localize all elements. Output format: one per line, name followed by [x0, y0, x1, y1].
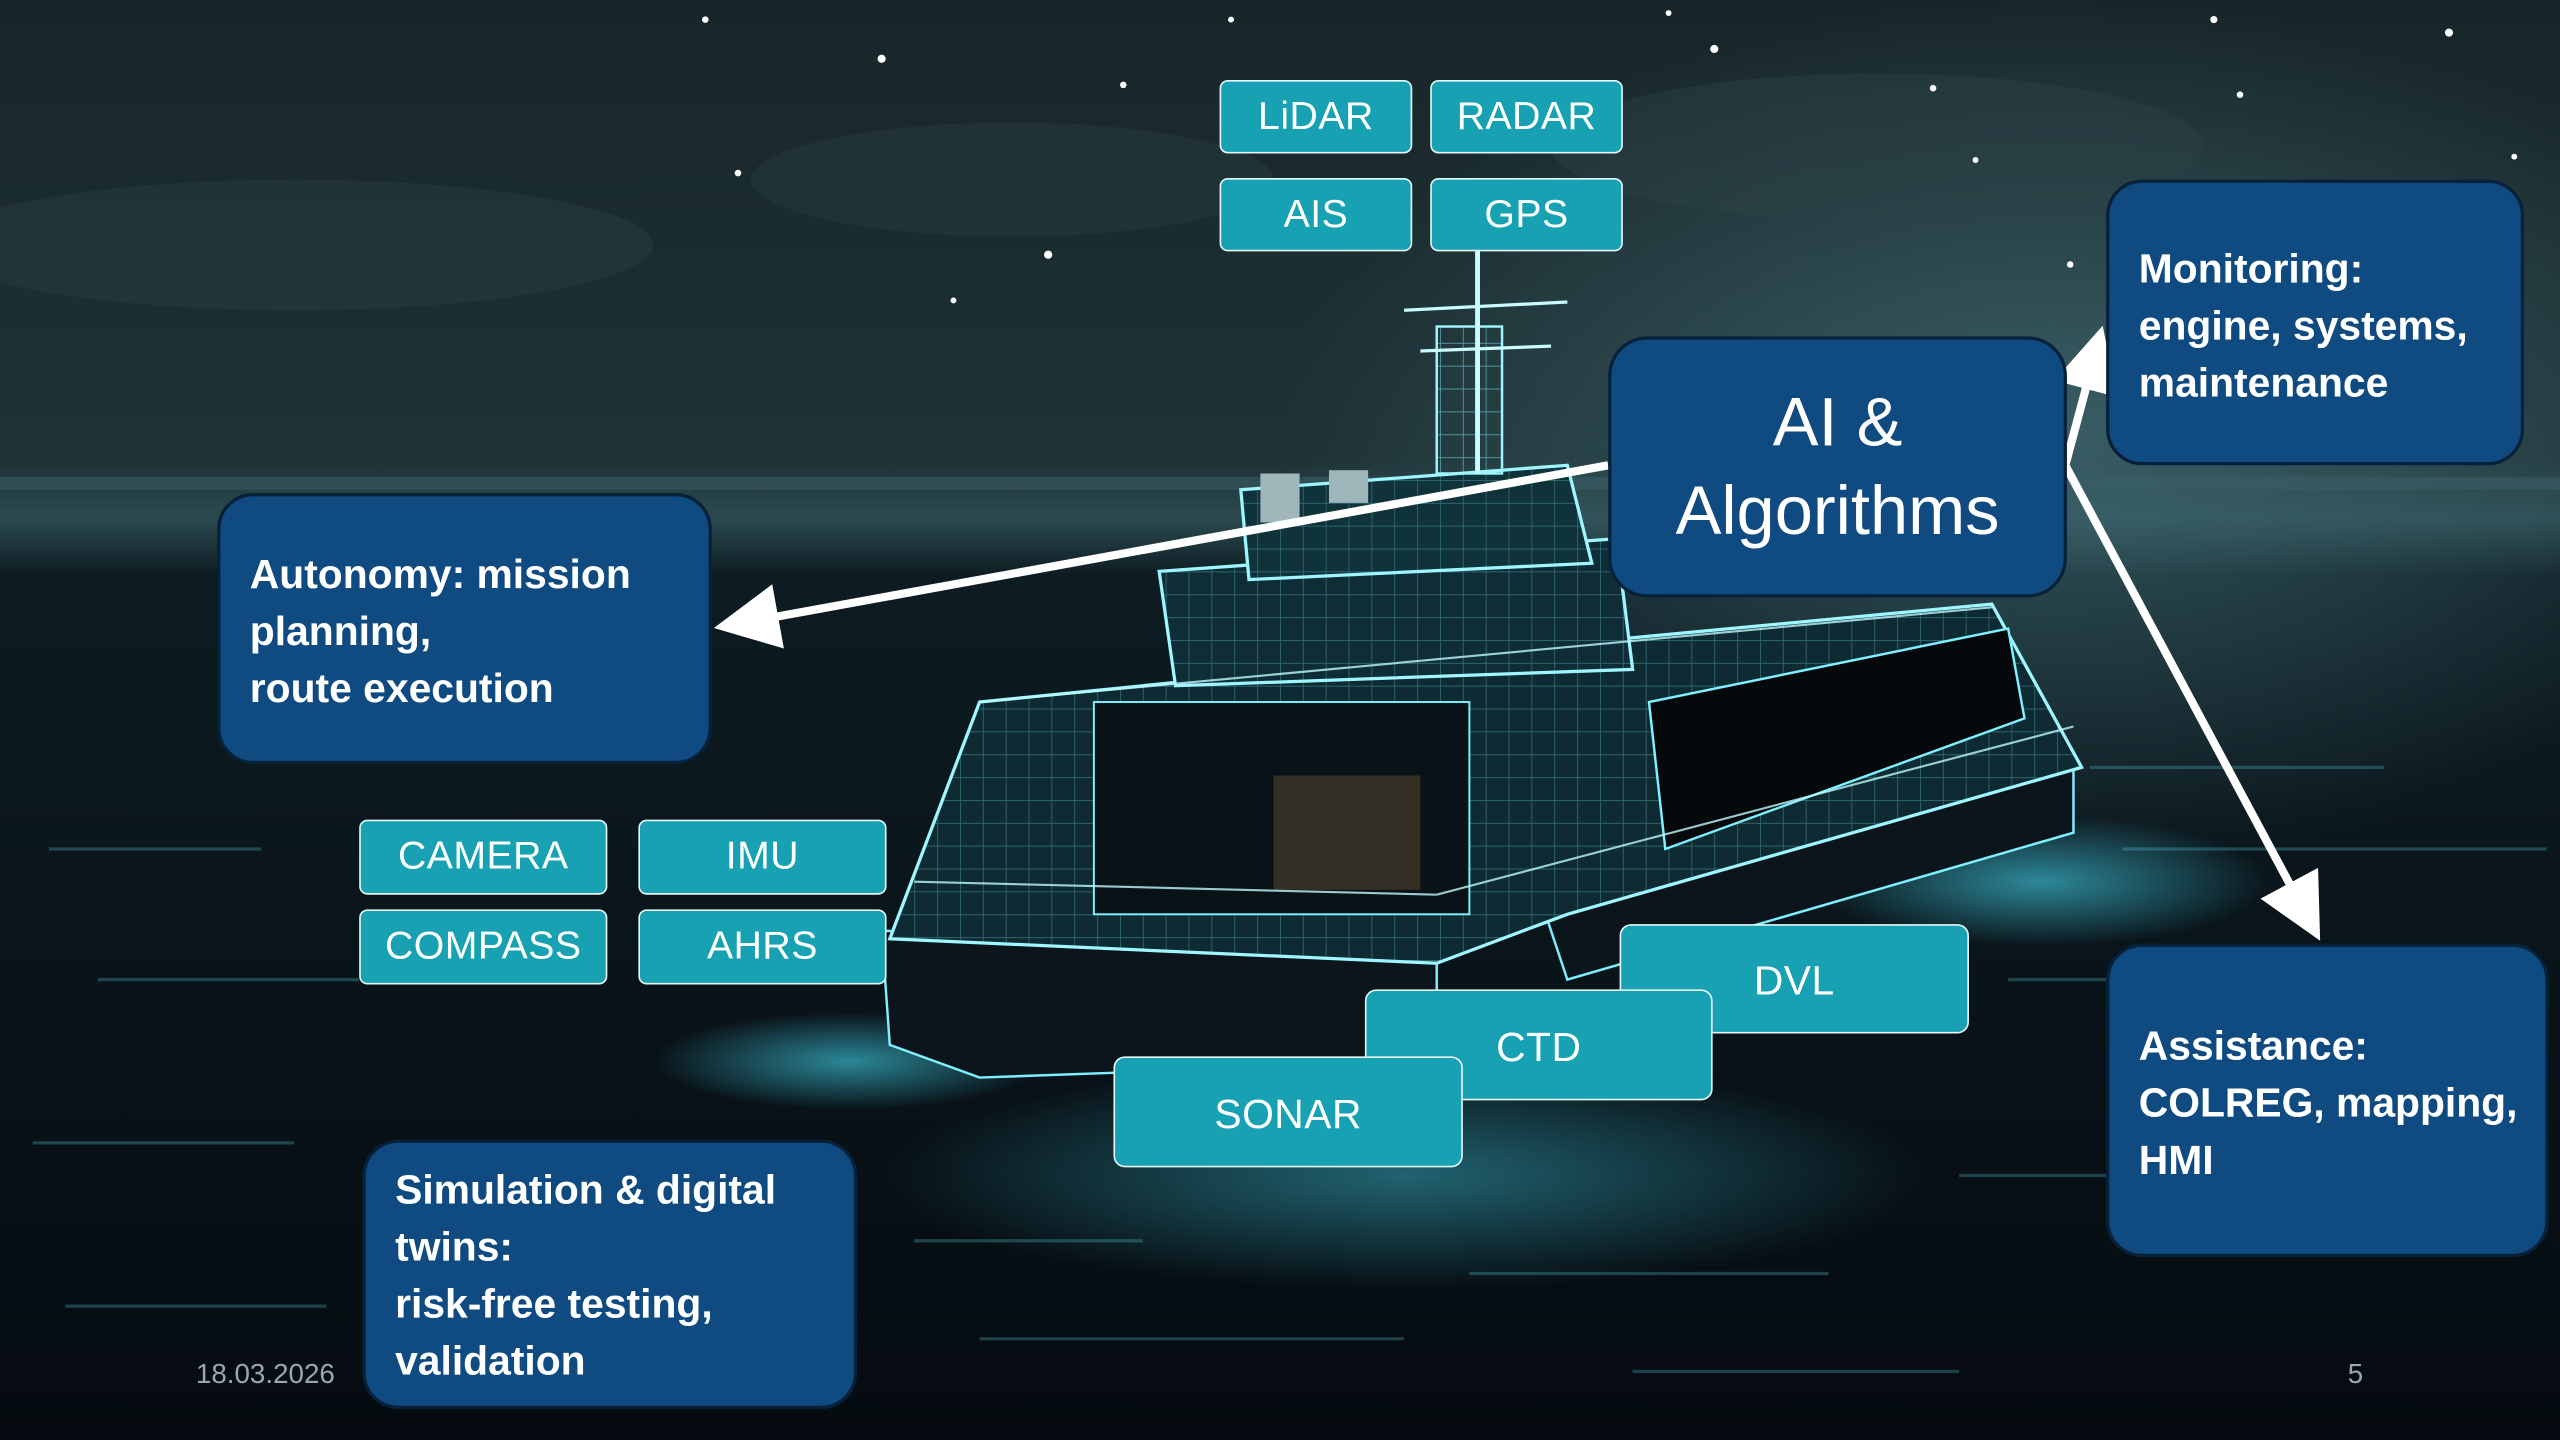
- arrow-to-assistance: [2061, 463, 2321, 941]
- autonomy-text: Autonomy: mission planning, route execut…: [249, 551, 631, 712]
- assistance-text: Assistance: COLREG, mapping, HMI: [2138, 1023, 2518, 1184]
- autonomy-panel: Autonomy: mission planning, route execut…: [217, 493, 712, 765]
- slide-page-number: 5: [2347, 1358, 2364, 1390]
- slide-date: 18.03.2026: [195, 1358, 335, 1390]
- arrow-to-autonomy: [713, 461, 1609, 649]
- ai-algorithms-box: AI & Algorithms: [1608, 336, 2067, 598]
- sensor-ais: AIS: [1219, 177, 1413, 252]
- simulation-panel: Simulation & digital twins: risk-free te…: [362, 1139, 858, 1409]
- sensor-sonar: SONAR: [1113, 1056, 1463, 1168]
- assistance-panel: Assistance: COLREG, mapping, HMI: [2106, 943, 2549, 1258]
- simulation-text: Simulation & digital twins: risk-free te…: [395, 1167, 777, 1385]
- sensor-radar: RADAR: [1430, 79, 1623, 154]
- arrow-to-monitoring: [2054, 325, 2118, 467]
- sensor-gps: GPS: [1430, 177, 1623, 252]
- sensor-lidar: LiDAR: [1219, 79, 1413, 154]
- sensor-camera: CAMERA: [359, 819, 608, 895]
- sensor-imu: IMU: [638, 819, 887, 895]
- ai-algorithms-label: AI & Algorithms: [1675, 383, 2000, 549]
- sensor-compass: COMPASS: [359, 909, 608, 985]
- sensor-ahrs: AHRS: [638, 909, 887, 985]
- monitoring-panel: Monitoring: engine, systems, maintenance: [2106, 179, 2525, 466]
- monitoring-text: Monitoring: engine, systems, maintenance: [2138, 246, 2468, 407]
